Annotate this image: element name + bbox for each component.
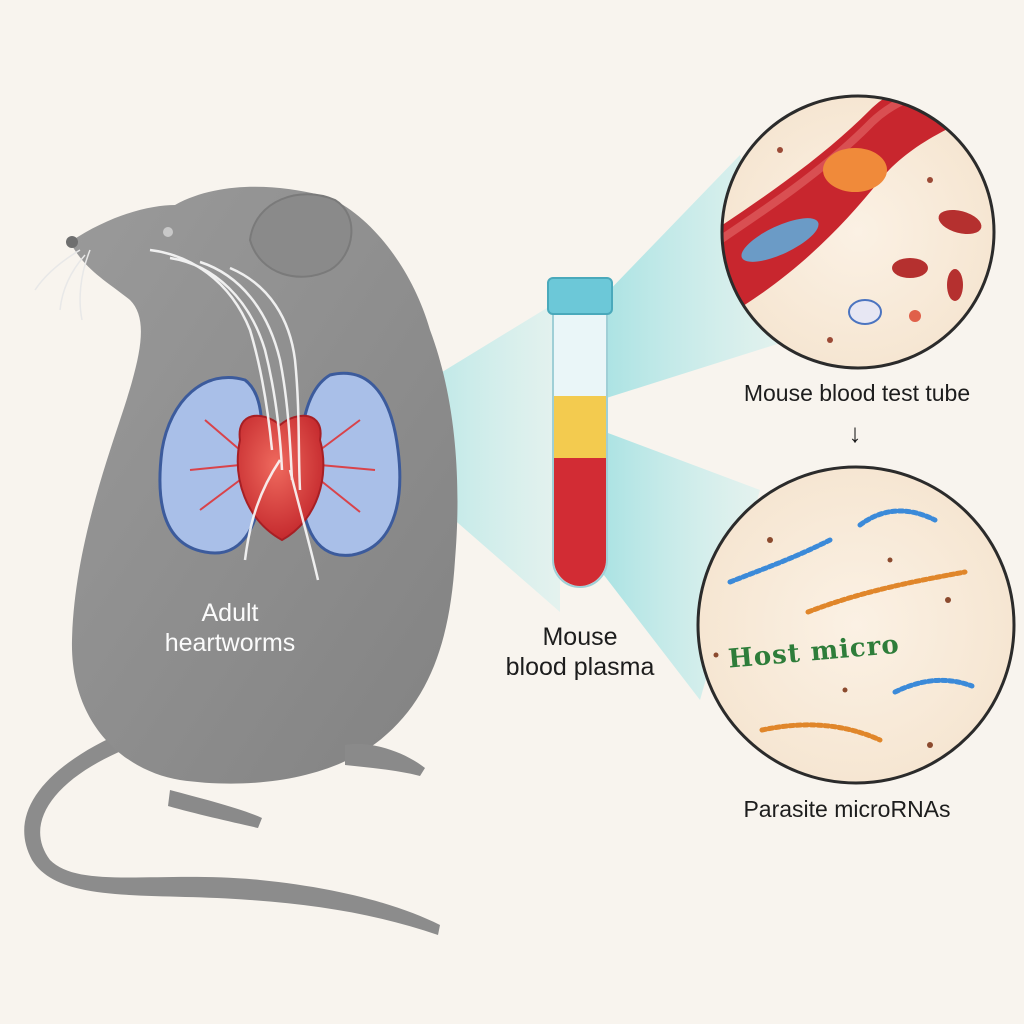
- red-blood-cell: [947, 269, 963, 301]
- adult-heartworms-label-line2: heartworms: [164, 629, 296, 657]
- mouse-whiskers: [34, 249, 91, 321]
- plasma-label-line1: Mouse: [542, 623, 618, 651]
- white-blood-cell: [848, 299, 882, 325]
- test-tube-label: Mouse blood test tube: [743, 380, 971, 406]
- adult-heartworms-label: Adult heartworms: [140, 598, 320, 658]
- mouse-blood-plasma-label: Mouse blood plasma: [480, 622, 680, 682]
- microrna-strand: [892, 677, 975, 695]
- parasite-in-vessel: [823, 148, 887, 192]
- lung-vessels: [189, 419, 376, 513]
- mouse-hind-foot: [168, 790, 262, 828]
- test-tube: [547, 277, 613, 589]
- mouse-nose: [66, 236, 78, 248]
- down-arrow-icon: ↓: [848, 418, 862, 448]
- mouse-eye: [163, 227, 173, 237]
- plasma-label-line2: blood plasma: [505, 653, 655, 681]
- red-blood-cell: [938, 209, 982, 235]
- tube-plasma-layer: [554, 396, 606, 458]
- red-blood-cell: [892, 258, 928, 278]
- tube-cap: [547, 277, 613, 315]
- mouse-front-paw: [345, 743, 425, 776]
- microrna-strand: [805, 569, 968, 615]
- tube-blood-layer: [554, 458, 606, 586]
- mouse-ear: [248, 193, 353, 278]
- microrna-strand: [727, 537, 833, 585]
- microrna-strand: [857, 508, 938, 528]
- adult-heartworms: [149, 248, 320, 581]
- parasite-micrornas-label: Parasite microRNAs: [743, 796, 951, 822]
- magnified-blood-vessel-view: [720, 94, 996, 370]
- magnify-beam-tube-to-bottom-circle: [600, 430, 760, 700]
- adult-heartworms-label-line1: Adult: [201, 599, 259, 627]
- magnify-beam-mouse-to-tube: [380, 300, 560, 612]
- microrna-strand: [759, 722, 883, 743]
- mouse-tail: [24, 725, 440, 935]
- magnified-microrna-view: [696, 465, 1016, 785]
